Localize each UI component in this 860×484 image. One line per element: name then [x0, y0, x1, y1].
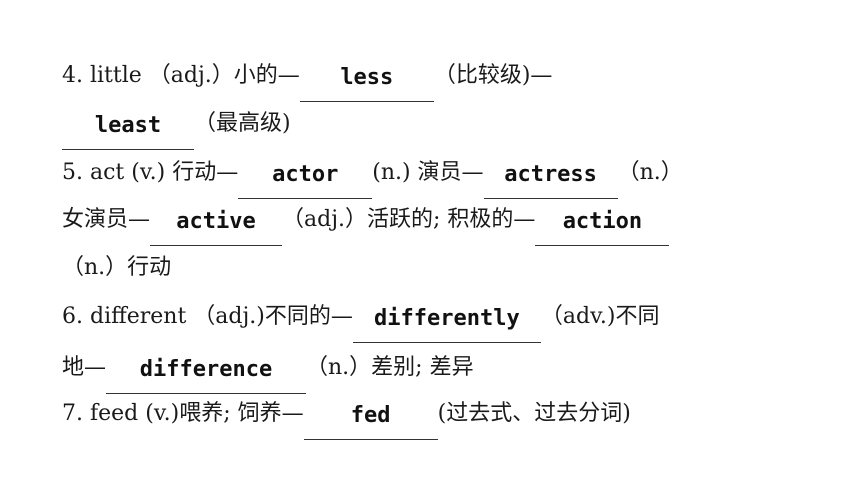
text-segment: （n.）差别; 差异 [306, 355, 474, 380]
text-segment: （adv.)不同 [540, 304, 660, 329]
text-segment: 女演员— [62, 207, 151, 232]
text-segment: 7. feed (v.)喂养; 饲养— [62, 401, 304, 426]
line-actress-active-action: 女演员— active （adj.）活跃的; 积极的— action [62, 200, 670, 246]
text-segment: （比较级)— [433, 63, 553, 88]
answer-blank-fed: fed [303, 403, 438, 440]
answer-actress: actress [504, 162, 597, 187]
answer-blank-least: least [62, 113, 194, 150]
answer-less: less [340, 65, 394, 90]
text-segment: 5. act (v.) 行动— [62, 160, 239, 185]
line-least: least （最高级) [62, 104, 291, 150]
text-segment: (n.) 演员— [372, 160, 484, 185]
answer-blank-active: active [150, 209, 283, 246]
answer-blank-actor: actor [238, 162, 373, 199]
line-action-noun: （n.）行动 [62, 248, 171, 288]
answer-blank-difference: difference [106, 357, 307, 394]
line-5-act: 5. act (v.) 行动— actor (n.) 演员— actress （n.） [62, 153, 683, 199]
answer-blank-less: less [299, 65, 434, 102]
text-segment: 6. different （adj.)不同的— [62, 304, 353, 329]
answer-blank-differently: differently [352, 306, 541, 343]
text-segment: （n.） [617, 160, 683, 185]
answer-actor: actor [272, 162, 339, 187]
text-segment: 地— [62, 355, 107, 380]
answer-least: least [94, 113, 162, 138]
text-segment: 4. little （adj.）小的— [62, 63, 300, 88]
text-segment: （最高级) [194, 111, 291, 136]
text-segment: （n.）行动 [62, 255, 172, 280]
answer-difference: difference [139, 357, 273, 382]
line-6-different: 6. different （adj.)不同的— differently （adv.)… [62, 297, 660, 343]
line-4-little: 4. little （adj.）小的— less （比较级)— [62, 56, 553, 102]
answer-action: action [562, 209, 643, 234]
line-7-feed: 7. feed (v.)喂养; 饲养— fed (过去式、过去分词) [62, 394, 631, 440]
text-segment: （adj.）活跃的; 积极的— [282, 207, 536, 232]
answer-blank-actress: actress [483, 162, 618, 199]
answer-differently: differently [374, 306, 520, 331]
answer-blank-action: action [535, 209, 670, 246]
answer-fed: fed [350, 403, 391, 428]
line-difference: 地— difference （n.）差别; 差异 [62, 348, 474, 394]
answer-active: active [176, 209, 256, 234]
text-segment: (过去式、过去分词) [437, 401, 631, 426]
